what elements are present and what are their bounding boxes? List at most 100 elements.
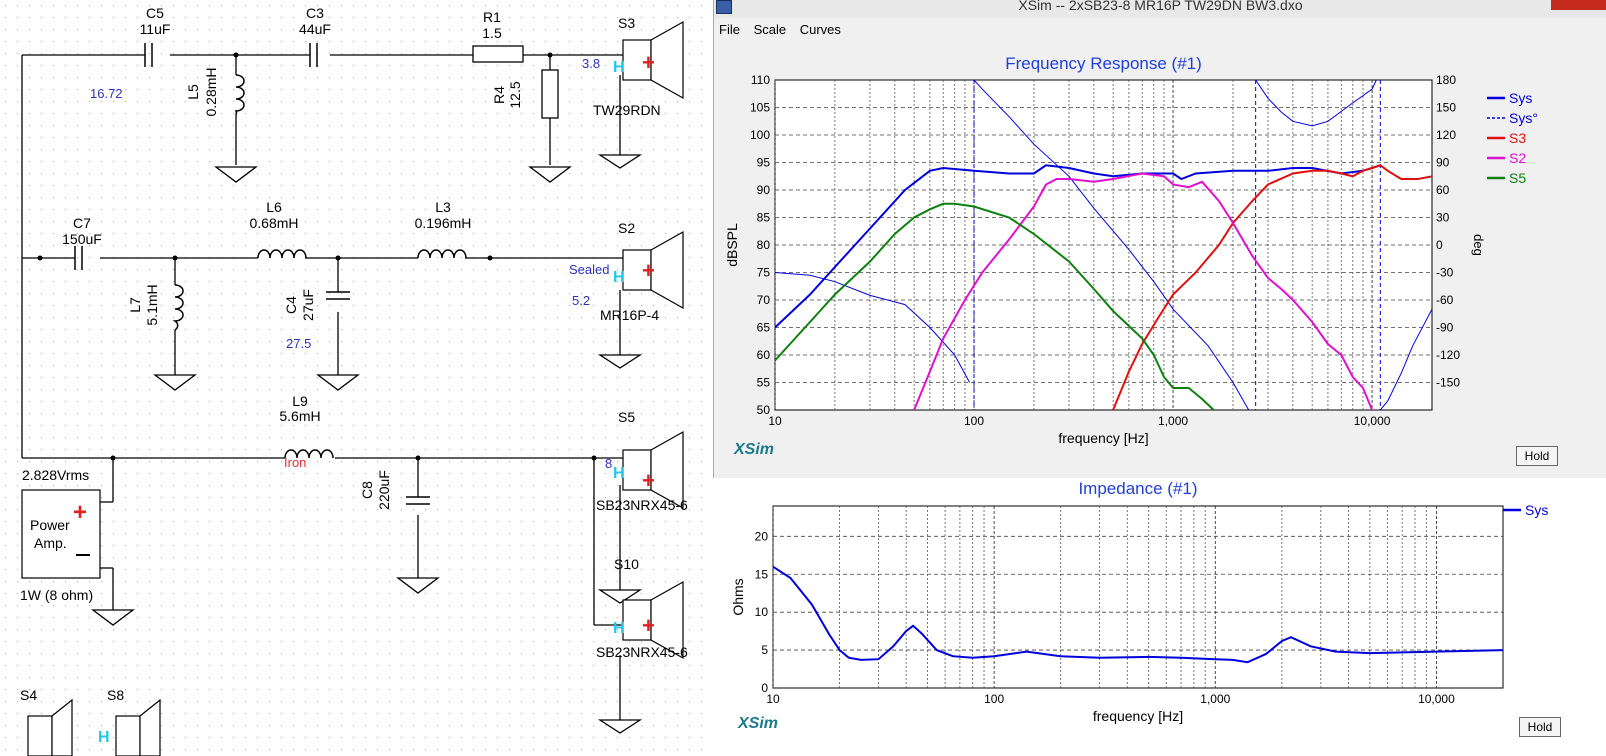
x-tick-label: 10,000: [1418, 692, 1455, 706]
legend-label-0: Sys: [1509, 90, 1532, 106]
y-axis-label: dBSPL: [724, 223, 740, 267]
r4-value: 12.5: [507, 81, 523, 108]
polarity-icon: H: [613, 59, 625, 76]
window-titlebar[interactable]: XSim -- 2xSB23-8 MR16P TW29DN BW3.dxo: [714, 0, 1606, 18]
polarity-icon: H: [98, 729, 110, 746]
series-line-sys: [773, 565, 1503, 664]
legend-label-1: Sys°: [1509, 110, 1538, 126]
y2-tick-label: 180: [1436, 73, 1456, 87]
s10-name: S10: [614, 556, 639, 572]
l3-name: L3: [435, 199, 451, 215]
hold-button-fr[interactable]: Hold: [1516, 446, 1558, 466]
y-tick-label: 110: [751, 73, 770, 87]
y2-tick-label: 60: [1436, 183, 1450, 197]
driver-s3[interactable]: + H: [613, 20, 684, 100]
legend-label-4: S5: [1509, 170, 1526, 186]
l5-name: L5: [185, 84, 201, 100]
l6-value: 0.68mH: [249, 215, 298, 231]
driver-s4[interactable]: [27, 698, 73, 756]
plus-icon: +: [642, 50, 655, 75]
driver-s5[interactable]: + H: [613, 430, 684, 510]
c5-name: C5: [146, 5, 164, 21]
c8-name: C8: [359, 481, 375, 499]
s5-level-label: 8: [605, 456, 612, 471]
series-line-sys-phase: [775, 80, 1432, 410]
resistor-r1[interactable]: [472, 45, 524, 63]
y2-axis-label: deg: [1471, 234, 1486, 256]
menu-scale[interactable]: Scale: [753, 22, 787, 37]
l7-value: 5.1mH: [144, 284, 160, 325]
s3-name: S3: [618, 15, 635, 31]
s2-level-label: 5.2: [572, 293, 590, 308]
y-tick-label: 75: [757, 266, 771, 280]
c7-value: 150uF: [62, 231, 102, 247]
power-amp[interactable]: +: [21, 489, 101, 579]
l9-name: L9: [292, 393, 308, 409]
hold-button-imp[interactable]: Hold: [1519, 717, 1561, 737]
schematic-grid: [0, 0, 713, 756]
c4-name: C4: [283, 296, 299, 314]
y-tick-label: 100: [750, 128, 770, 142]
y-tick-label: 80: [757, 238, 771, 252]
c7-name: C7: [73, 215, 91, 231]
amp-label-amp: Amp.: [34, 535, 67, 551]
l3-value: 0.196mH: [415, 215, 472, 231]
window-title: XSim -- 2xSB23-8 MR16P TW29DN BW3.dxo: [1018, 0, 1303, 13]
y-tick-label: 70: [757, 293, 771, 307]
l6-name: L6: [266, 199, 282, 215]
y-tick-label: 5: [761, 643, 768, 657]
close-button[interactable]: [1551, 0, 1606, 10]
capacitor-symbols: [74, 43, 430, 505]
chart-title: Frequency Response (#1): [1005, 54, 1202, 73]
s5-model: SB23NRX45-6: [596, 497, 688, 513]
y2-tick-label: 120: [1436, 128, 1456, 142]
s5-name: S5: [618, 409, 635, 425]
x-axis-label: frequency [Hz]: [1093, 708, 1183, 724]
x-tick-label: 1,000: [1200, 692, 1230, 706]
l9-value: 5.6mH: [279, 408, 320, 424]
chart-title: Impedance (#1): [1078, 479, 1197, 498]
menu-file[interactable]: File: [719, 22, 740, 37]
plot-area: [772, 505, 1504, 689]
legend-label-3: S2: [1509, 150, 1526, 166]
x-tick-label: 100: [984, 692, 1004, 706]
y2-tick-label: -60: [1436, 293, 1454, 307]
app-icon[interactable]: [716, 0, 732, 14]
r4-name: R4: [491, 86, 507, 104]
y-tick-label: 20: [755, 529, 769, 543]
y2-tick-label: -120: [1436, 348, 1460, 362]
driver-s2[interactable]: + H: [613, 230, 684, 310]
driver-s8[interactable]: H: [98, 698, 161, 756]
c8-value: 220uF: [376, 470, 392, 510]
amp-label-power: Power: [30, 517, 70, 533]
wiring: [21, 54, 640, 720]
c5-value: 11uF: [140, 21, 171, 37]
polarity-icon: H: [613, 620, 625, 637]
y-tick-label: 55: [757, 376, 771, 390]
plus-icon: +: [642, 258, 655, 283]
y2-tick-label: 30: [1436, 211, 1450, 225]
menu-curves[interactable]: Curves: [799, 22, 841, 37]
junction-dots: [37, 52, 597, 461]
legend-label-2: S3: [1509, 130, 1526, 146]
plus-icon: +: [73, 499, 87, 526]
y2-tick-label: 150: [1436, 101, 1456, 115]
amp-voltage: 2.828Vrms: [22, 467, 89, 483]
y2-tick-label: -30: [1436, 266, 1454, 280]
x-tick-label: 1,000: [1158, 414, 1188, 428]
driver-s10[interactable]: + H: [613, 580, 684, 660]
plus-icon: +: [642, 613, 655, 638]
y-axis-label: Ohms: [730, 578, 746, 615]
s2-box-label: Sealed: [569, 262, 609, 277]
c4-esr-label: 27.5: [286, 336, 311, 351]
s8-name: S8: [107, 687, 124, 703]
series-line-s2: [913, 172, 1374, 410]
resistor-r4[interactable]: [541, 69, 559, 119]
xsim-brand-fr: XSim: [734, 441, 775, 458]
polarity-icon: H: [613, 269, 625, 286]
plus-icon: +: [642, 468, 655, 493]
y-tick-label: 0: [761, 681, 768, 695]
